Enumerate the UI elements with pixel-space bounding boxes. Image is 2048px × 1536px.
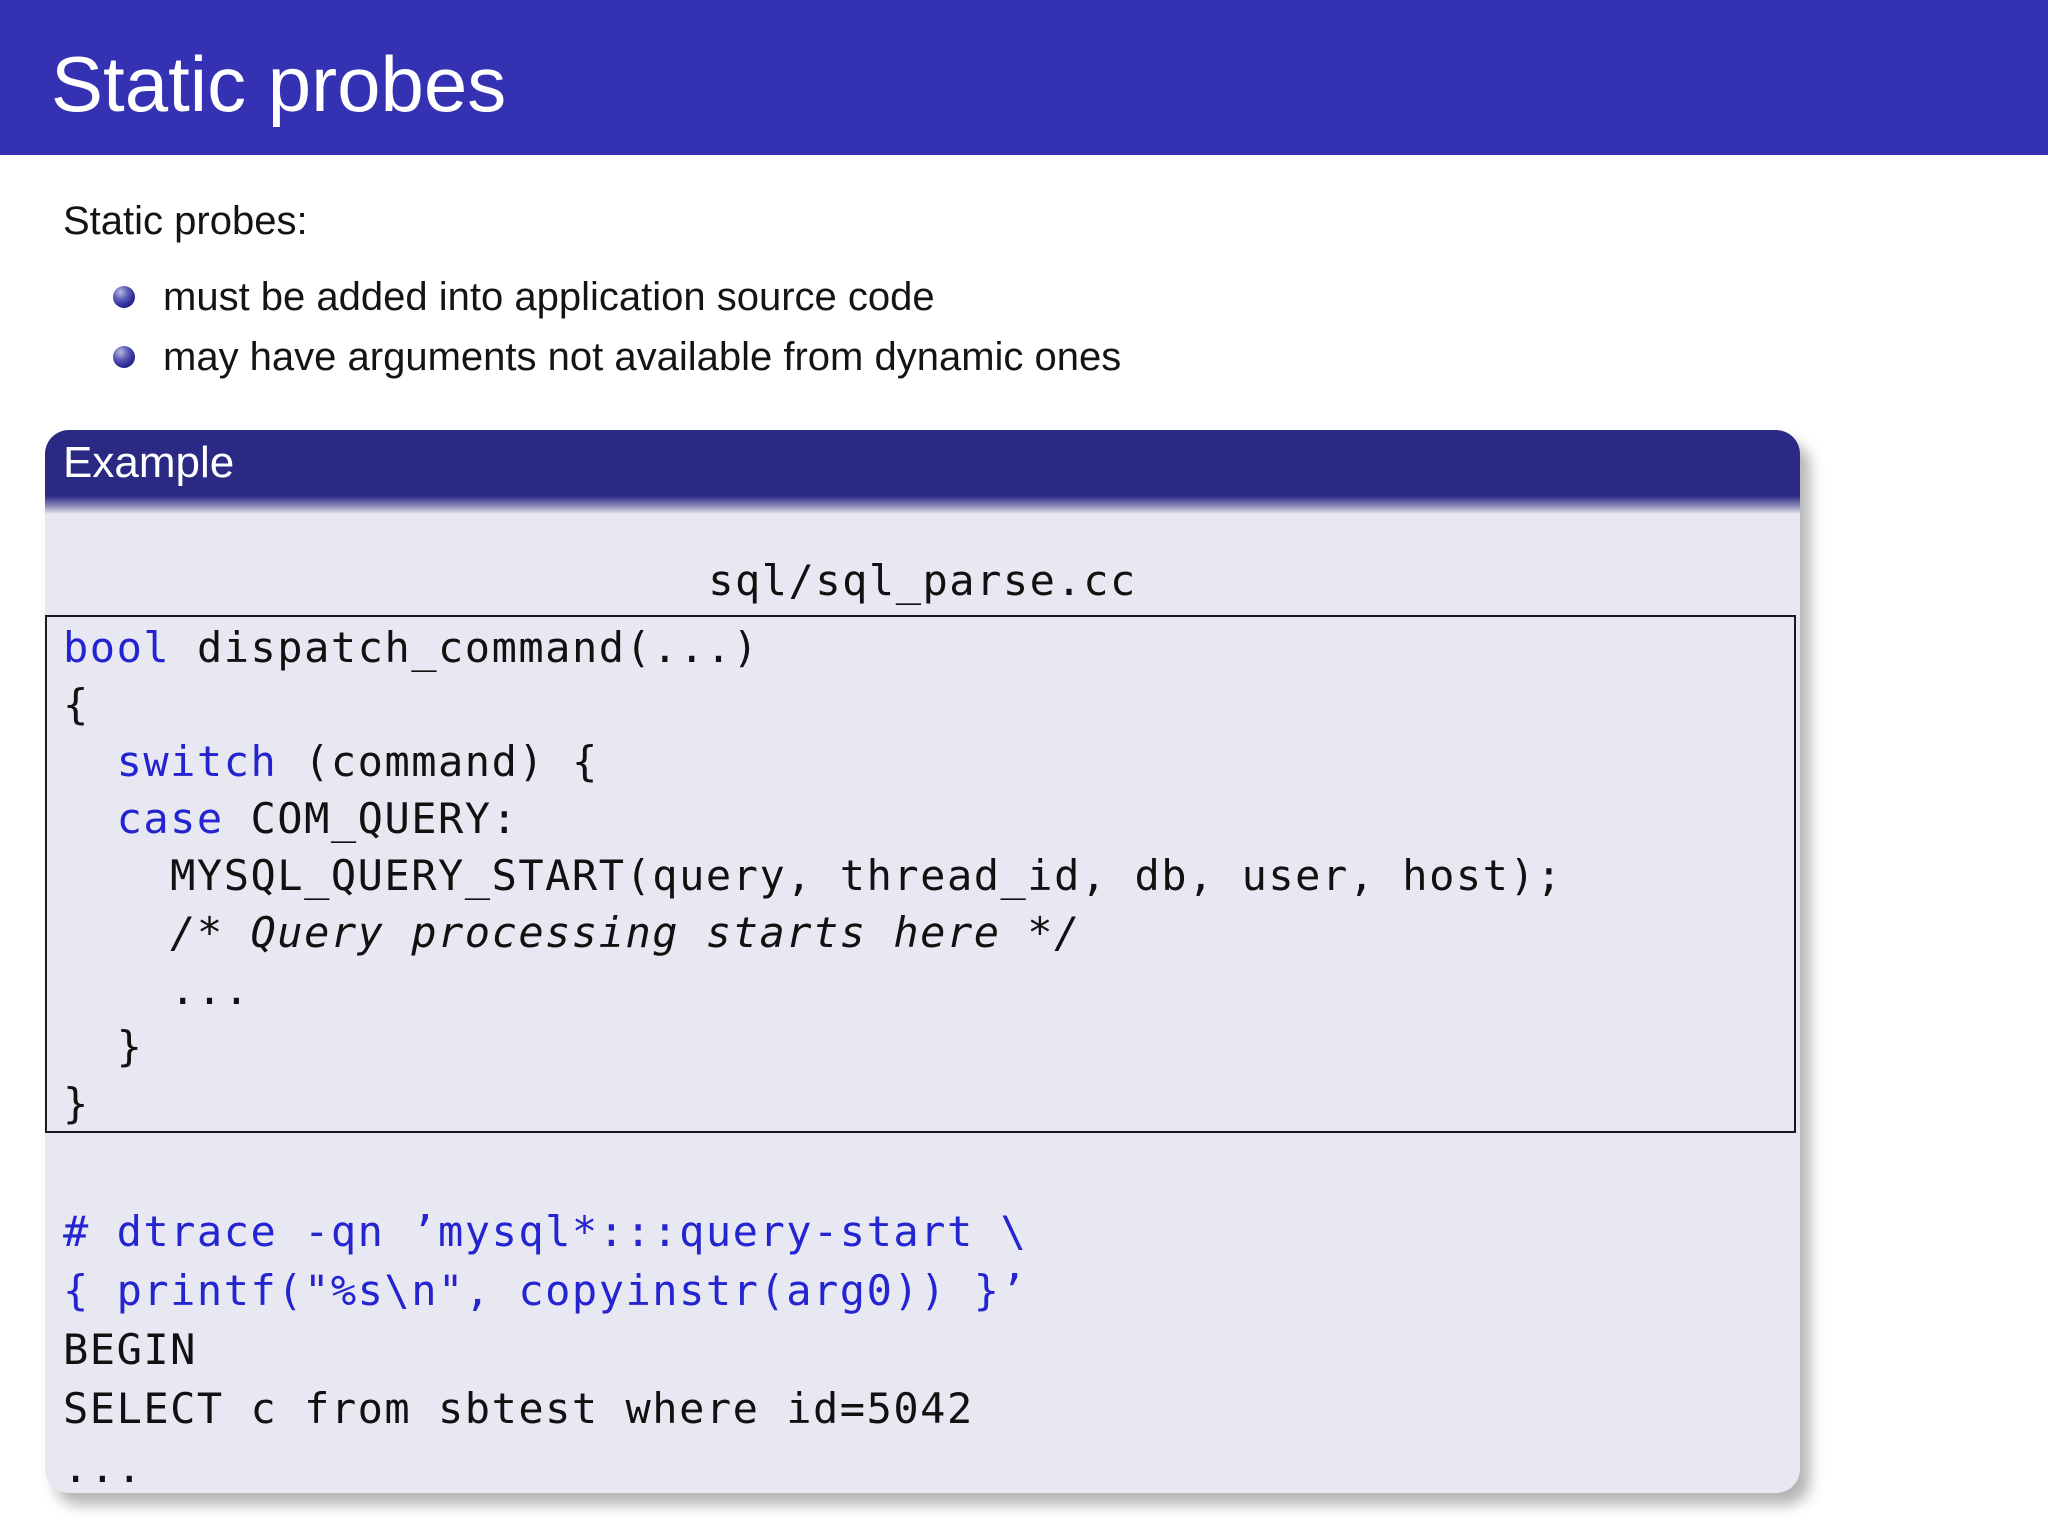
shell-output-line: BEGIN xyxy=(63,1320,1790,1379)
dtrace-session: # dtrace -qn ’mysql*:::query-start \ { p… xyxy=(63,1202,1790,1493)
code-text: COM_QUERY: xyxy=(223,794,519,843)
code-text: (command) { xyxy=(277,737,599,786)
code-text: { xyxy=(63,680,90,729)
code-comment-text: /* Query processing starts here */ xyxy=(63,908,1081,957)
shell-command-line: # dtrace -qn ’mysql*:::query-start \ xyxy=(63,1202,1790,1261)
shell-output-text: SELECT c from sbtest where id=5042 xyxy=(63,1384,974,1433)
shell-command-text: { printf("%s\n", copyinstr(arg0)) }’ xyxy=(63,1266,1028,1315)
code-line: MYSQL_QUERY_START(query, thread_id, db, … xyxy=(63,847,1794,904)
filename-caption: sql/sql_parse.cc xyxy=(708,556,1137,605)
slide-title: Static probes xyxy=(51,40,507,128)
slide-title-bar: Static probes xyxy=(0,0,2048,155)
example-block-title-fade xyxy=(45,496,1800,514)
bullet-ball-icon xyxy=(113,286,135,308)
shell-command-line: { printf("%s\n", copyinstr(arg0)) }’ xyxy=(63,1261,1790,1320)
example-block-title: Example xyxy=(63,438,235,487)
code-line: } xyxy=(63,1018,1794,1075)
keyword: case xyxy=(116,794,224,843)
shell-output-line: ... xyxy=(63,1438,1790,1493)
code-text: } xyxy=(63,1022,144,1071)
code-line: switch (command) { xyxy=(63,733,1794,790)
code-text: dispatch_command(...) xyxy=(170,623,760,672)
shell-output-text: BEGIN xyxy=(63,1325,197,1374)
shell-output-line: SELECT c from sbtest where id=5042 xyxy=(63,1379,1790,1438)
shell-output-text: ... xyxy=(63,1443,144,1492)
code-line: { xyxy=(63,676,1794,733)
bullet-text: may have arguments not available from dy… xyxy=(163,334,1122,379)
example-block-title-bar: Example xyxy=(45,430,1800,496)
code-text xyxy=(63,794,117,843)
keyword: switch xyxy=(116,737,278,786)
code-line-comment: /* Query processing starts here */ xyxy=(63,904,1794,961)
bullet-item: may have arguments not available from dy… xyxy=(113,327,1121,387)
shell-command-text: # dtrace -qn ’mysql*:::query-start \ xyxy=(63,1207,1028,1256)
code-text: } xyxy=(63,1079,90,1128)
example-block: Example sql/sql_parse.cc bool dispatch_c… xyxy=(45,430,1800,1493)
code-line: case COM_QUERY: xyxy=(63,790,1794,847)
keyword: bool xyxy=(63,623,171,672)
code-text xyxy=(63,737,117,786)
bullet-ball-icon xyxy=(113,346,135,368)
intro-text: Static probes: xyxy=(63,199,308,243)
code-text: MYSQL_QUERY_START(query, thread_id, db, … xyxy=(63,851,1564,900)
code-box: bool dispatch_command(...) { switch (com… xyxy=(45,615,1796,1133)
bullet-item: must be added into application source co… xyxy=(113,267,1121,327)
bullet-list: must be added into application source co… xyxy=(113,267,1121,387)
code-text: ... xyxy=(63,965,251,1014)
code-line: ... xyxy=(63,961,1794,1018)
code-line: } xyxy=(63,1075,1794,1132)
code-line: bool dispatch_command(...) xyxy=(63,619,1794,676)
bullet-text: must be added into application source co… xyxy=(163,274,935,319)
